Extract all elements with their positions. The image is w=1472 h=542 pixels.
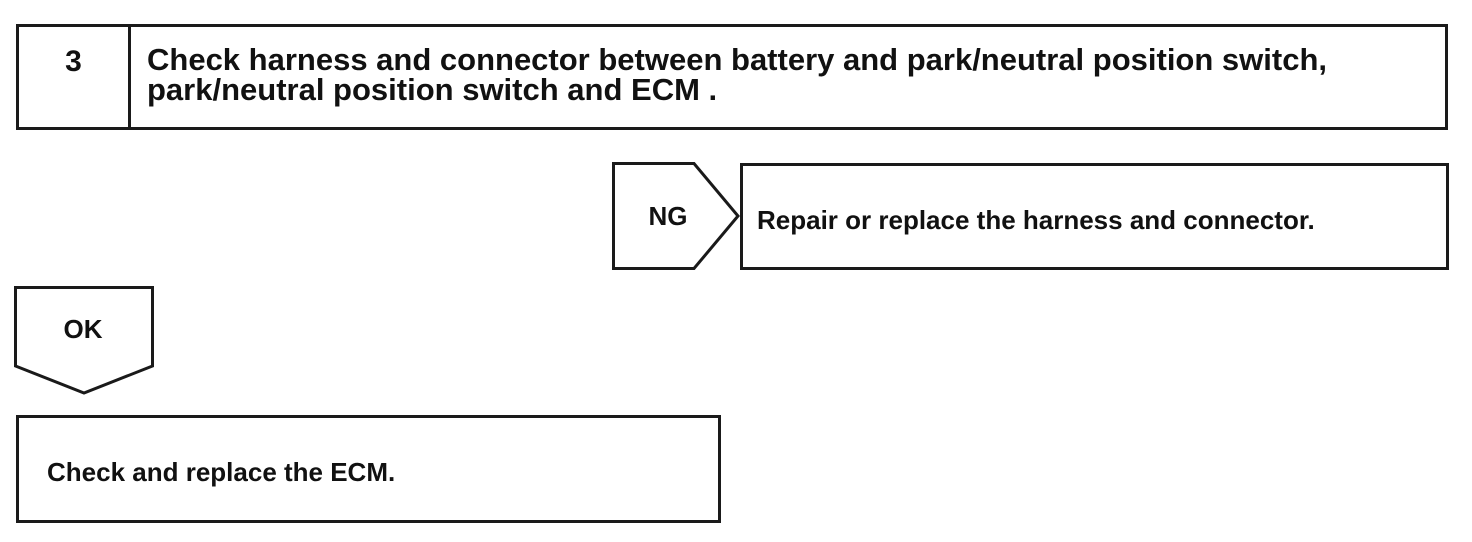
ok-label: OK xyxy=(63,314,103,344)
ok-action-text: Check and replace the ECM. xyxy=(47,457,396,487)
ok-arrow-tag: OK xyxy=(14,286,154,396)
step-box: 3 Check harness and connector between ba… xyxy=(16,24,1448,130)
step-title: Check harness and connector between batt… xyxy=(147,42,1327,107)
ok-arrow-shape xyxy=(14,286,154,395)
ng-action-box: Repair or replace the harness and connec… xyxy=(740,163,1449,270)
ok-action-box: Check and replace the ECM. xyxy=(16,415,721,523)
ng-arrow-shape xyxy=(612,162,740,270)
ng-arrow-tag: NG xyxy=(612,162,740,270)
ng-action-text: Repair or replace the harness and connec… xyxy=(757,205,1315,235)
step-number: 3 xyxy=(65,45,82,78)
step-number-cell: 3 xyxy=(19,27,131,127)
ng-label: NG xyxy=(648,201,688,231)
